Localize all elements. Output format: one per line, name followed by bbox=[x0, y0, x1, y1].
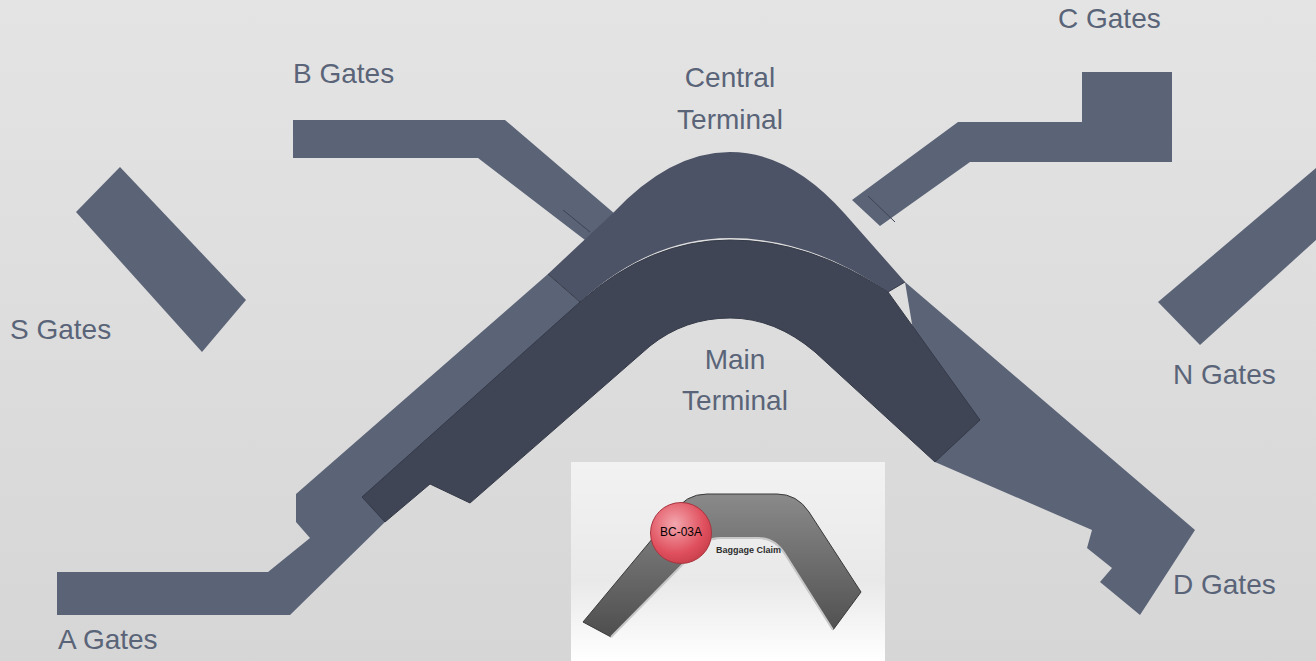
area-label: B Gates bbox=[293, 57, 433, 91]
c-gates-pier bbox=[852, 72, 1172, 226]
baggage-claim-hall bbox=[583, 494, 861, 637]
marker-id: BC-03A bbox=[660, 526, 702, 539]
area-label: Central Terminal bbox=[650, 57, 810, 141]
area-caption: Baggage Claim bbox=[716, 546, 781, 556]
c-connector-seam bbox=[868, 196, 895, 222]
concourse-shapes bbox=[57, 72, 1316, 615]
area-label: S Gates bbox=[10, 313, 150, 347]
n-gates-pier bbox=[1158, 168, 1316, 345]
b-connector-seam bbox=[563, 210, 590, 232]
location-marker: BC-03A bbox=[650, 502, 712, 564]
area-label: C Gates bbox=[1058, 2, 1198, 36]
seam bbox=[548, 274, 580, 302]
area-label: A Gates bbox=[58, 623, 198, 657]
hall-inner-edge bbox=[611, 538, 833, 637]
b-gates-pier bbox=[293, 120, 615, 240]
area-label: N Gates bbox=[1173, 358, 1303, 392]
area-label: D Gates bbox=[1173, 568, 1303, 602]
baggage-claim-illustration bbox=[571, 462, 885, 661]
seam bbox=[888, 282, 905, 292]
area-label: Main Terminal bbox=[655, 339, 815, 421]
inset-panel: BC-03A Baggage Claim bbox=[571, 462, 885, 661]
